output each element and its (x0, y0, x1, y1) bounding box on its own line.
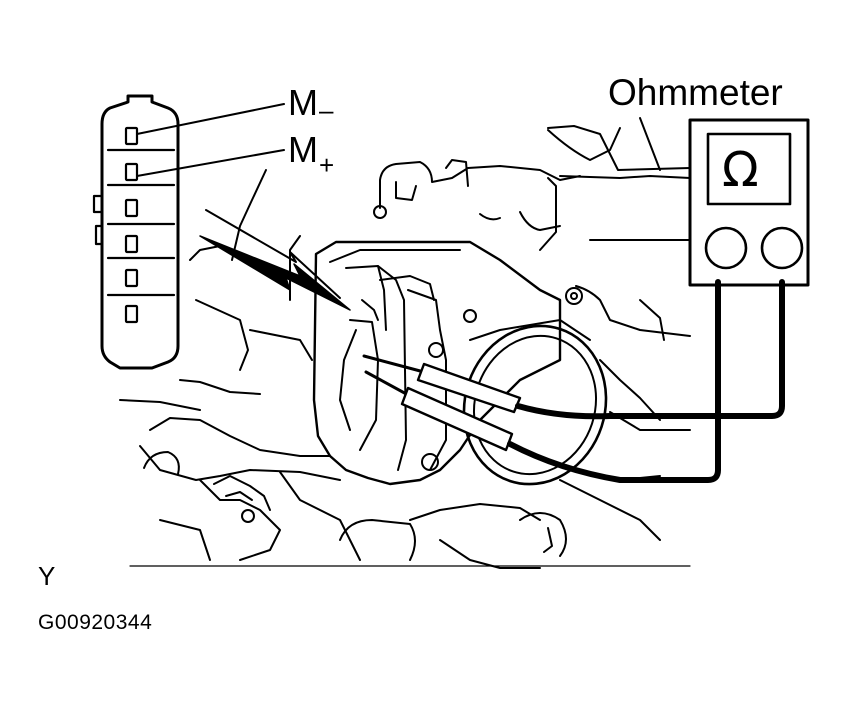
throttle-body-icon (119, 117, 691, 569)
probe-lead-icon (362, 279, 785, 483)
view-marker: Y (38, 561, 56, 591)
ohm-symbol: Ω (722, 142, 759, 198)
figure-code: G00920344 (38, 611, 153, 634)
connector-icon (92, 94, 180, 370)
terminal-m-plus-label: M+ (288, 129, 334, 179)
terminal-sign: + (319, 150, 335, 180)
terminal-letter: M (288, 129, 318, 170)
terminal-letter: M (288, 82, 318, 123)
ohmmeter-label: Ohmmeter (608, 72, 783, 113)
terminal-sign: – (319, 95, 334, 125)
terminal-m-minus-label: M– (288, 82, 333, 124)
ohmmeter-icon (688, 118, 810, 287)
